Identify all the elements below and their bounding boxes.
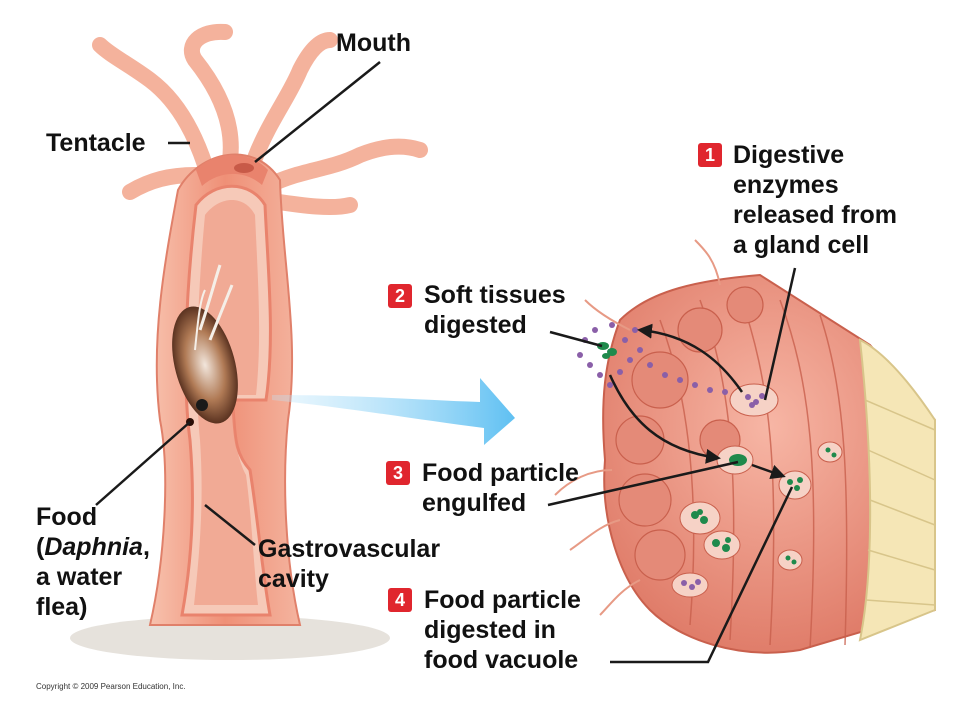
- step-3-badge: 3: [386, 461, 410, 485]
- step-4-badge: 4: [388, 588, 412, 612]
- label-tentacle: Tentacle: [46, 129, 146, 157]
- label-food-line3: a water: [36, 563, 123, 591]
- step-1-label: Digestive enzymes released from a gland …: [733, 141, 897, 259]
- step-1-badge: 1: [698, 143, 722, 167]
- step-4-label: Food particle digested in food vacuole: [424, 586, 581, 674]
- label-gastrovascular-cavity: Gastrovascular cavity: [258, 535, 441, 593]
- zoom-arrow: [272, 378, 515, 445]
- food-leader: [95, 421, 191, 506]
- step1-leader: [763, 267, 797, 401]
- step2-leader: [549, 330, 603, 348]
- label-mouth: Mouth: [336, 29, 411, 57]
- soft-tissue-fragments: [597, 342, 617, 359]
- hydra-mouth: [234, 163, 254, 173]
- daphnia-food: [172, 264, 238, 426]
- hydra-tentacles: [92, 23, 428, 216]
- enzyme-particles: [577, 322, 728, 395]
- label-food-line4: flea): [36, 593, 88, 621]
- step-3-label: Food particle engulfed: [422, 459, 579, 517]
- magnified-tissue: [554, 239, 936, 654]
- step4-leader: [610, 486, 794, 664]
- step-2-label: Soft tissues digested: [424, 281, 566, 339]
- enzyme-release-arrow: [637, 323, 744, 393]
- vacuole-arrow: [751, 463, 786, 480]
- engulf-arrow: [608, 374, 721, 464]
- label-food-line1: Food: [36, 503, 98, 531]
- ground-shadow: [70, 616, 390, 660]
- step-2-badge: 2: [388, 284, 412, 308]
- copyright-notice: Copyright © 2009 Pearson Education, Inc.: [36, 682, 186, 691]
- mouth-leader: [254, 61, 381, 163]
- step3-leader: [547, 460, 739, 507]
- label-food-line2: (Daphnia,: [36, 533, 150, 561]
- label-food: Food (Daphnia, a water flea): [36, 502, 150, 622]
- gastrovascular-leader: [204, 504, 256, 546]
